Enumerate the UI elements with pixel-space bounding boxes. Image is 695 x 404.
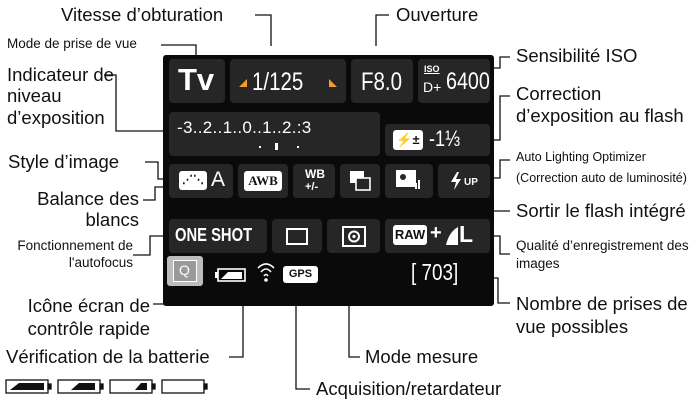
- label-shutter-speed: Vitesse d’obturation: [61, 4, 224, 25]
- wifi-icon: [257, 263, 275, 282]
- label-image-quality: Qualité d’enregistrement des images: [516, 238, 689, 271]
- label-quick-control: Icône écran de contrôle rapide: [27, 295, 150, 340]
- jpeg-fine-icon: [446, 227, 458, 245]
- picture-style-cell[interactable]: ⋰⋱ A: [169, 164, 233, 198]
- iso-cell[interactable]: ISO D+ 6400: [418, 59, 490, 103]
- quick-control-button[interactable]: Q: [167, 256, 203, 286]
- flash-bolt-icon: [451, 172, 461, 190]
- label-drive-mode: Acquisition/retardateur: [316, 378, 502, 399]
- iso-value: 6400: [446, 68, 490, 95]
- shooting-mode-cell[interactable]: Tv: [169, 59, 225, 103]
- af-mode-value: ONE SHOT: [175, 225, 253, 245]
- label-alo-2: (Correction auto de luminosité): [516, 171, 687, 185]
- gps-badge: GPS: [283, 266, 318, 283]
- quick-control-frame: Q: [173, 260, 197, 282]
- exposure-level-cell[interactable]: -3..2..1..0..1..2.:3: [169, 112, 380, 156]
- wb-shift-sign: +/-: [305, 181, 319, 193]
- af-mode-cell[interactable]: ONE SHOT: [169, 219, 267, 253]
- label-shots-remaining: Nombre de prises de vue possibles: [516, 293, 688, 338]
- alo-cell[interactable]: [385, 164, 433, 198]
- iso-highlight-tone: D+: [423, 79, 442, 95]
- shutter-speed-value: 1/125: [252, 68, 304, 96]
- picture-style-value: A: [211, 168, 226, 191]
- label-alo-1: Auto Lighting Optimizer: [516, 150, 646, 164]
- quality-raw-badge: RAW: [393, 225, 427, 245]
- shutter-right-arrow-icon: [329, 79, 337, 87]
- auto-lighting-optimizer-icon: [396, 170, 420, 189]
- label-iso: Sensibilité ISO: [516, 45, 638, 66]
- flash-popup-cell[interactable]: UP: [438, 164, 490, 198]
- quality-plus: +: [430, 222, 442, 244]
- metering-mode-cell[interactable]: [327, 219, 380, 253]
- exposure-scale: -3..2..1..0..1..2.:3: [177, 118, 312, 137]
- flash-exposure-comp-cell[interactable]: ⚡± -1⅓: [385, 124, 490, 156]
- flash-up-label: UP: [464, 177, 478, 188]
- label-flash-popup: Sortir le flash intégré: [516, 200, 686, 221]
- flash-comp-value: -1⅓: [429, 126, 461, 151]
- exposure-marker-icon: [259, 143, 299, 150]
- wb-shift-cell[interactable]: WB +/-: [293, 164, 335, 198]
- wb-bracket-cell[interactable]: [340, 164, 380, 198]
- label-shooting-mode: Mode de prise de vue: [7, 36, 137, 51]
- shooting-mode-value: Tv: [178, 62, 215, 97]
- white-balance-value: AWB: [244, 171, 282, 191]
- shutter-left-arrow-icon: [239, 79, 247, 87]
- picture-style-icon: ⋰⋱: [179, 171, 207, 190]
- label-battery-check: Vérification de la batterie: [6, 346, 210, 367]
- quick-control-q: Q: [179, 262, 190, 278]
- battery-levels-icon: [5, 379, 208, 394]
- label-flash-exposure-comp: Correction d’exposition au flash: [516, 83, 684, 127]
- wb-bracketing-icon: [350, 171, 371, 191]
- label-picture-style: Style d’image: [8, 151, 120, 172]
- quality-size: L: [459, 221, 474, 247]
- iso-label: ISO: [424, 64, 440, 74]
- aperture-cell[interactable]: F8.0: [351, 59, 413, 103]
- label-aperture: Ouverture: [396, 4, 479, 25]
- aperture-value: F8.0: [361, 68, 403, 96]
- single-shooting-icon: [286, 228, 308, 245]
- white-balance-cell[interactable]: AWB: [238, 164, 288, 198]
- shots-remaining-value: [ 703]: [411, 259, 459, 285]
- label-white-balance: Balance des blancs: [37, 188, 139, 231]
- drive-mode-cell[interactable]: [272, 219, 322, 253]
- label-exposure-level: Indicateur de niveau d’exposition: [7, 64, 114, 128]
- shutter-speed-cell[interactable]: 1/125: [230, 59, 346, 103]
- label-af-operation: Fonctionnement de l'autofocus: [17, 238, 133, 270]
- image-quality-cell[interactable]: RAW + L: [385, 219, 490, 253]
- battery-icon: [215, 268, 246, 282]
- evaluative-metering-icon: [342, 226, 366, 247]
- label-metering-mode: Mode mesure: [365, 346, 479, 367]
- quick-control-screen: Tv 1/125 F8.0 ISO D+ 6400 -3..2..1..0..1…: [163, 55, 494, 306]
- wb-shift-label: WB: [305, 167, 325, 181]
- flash-comp-icon: ⚡±: [393, 130, 423, 150]
